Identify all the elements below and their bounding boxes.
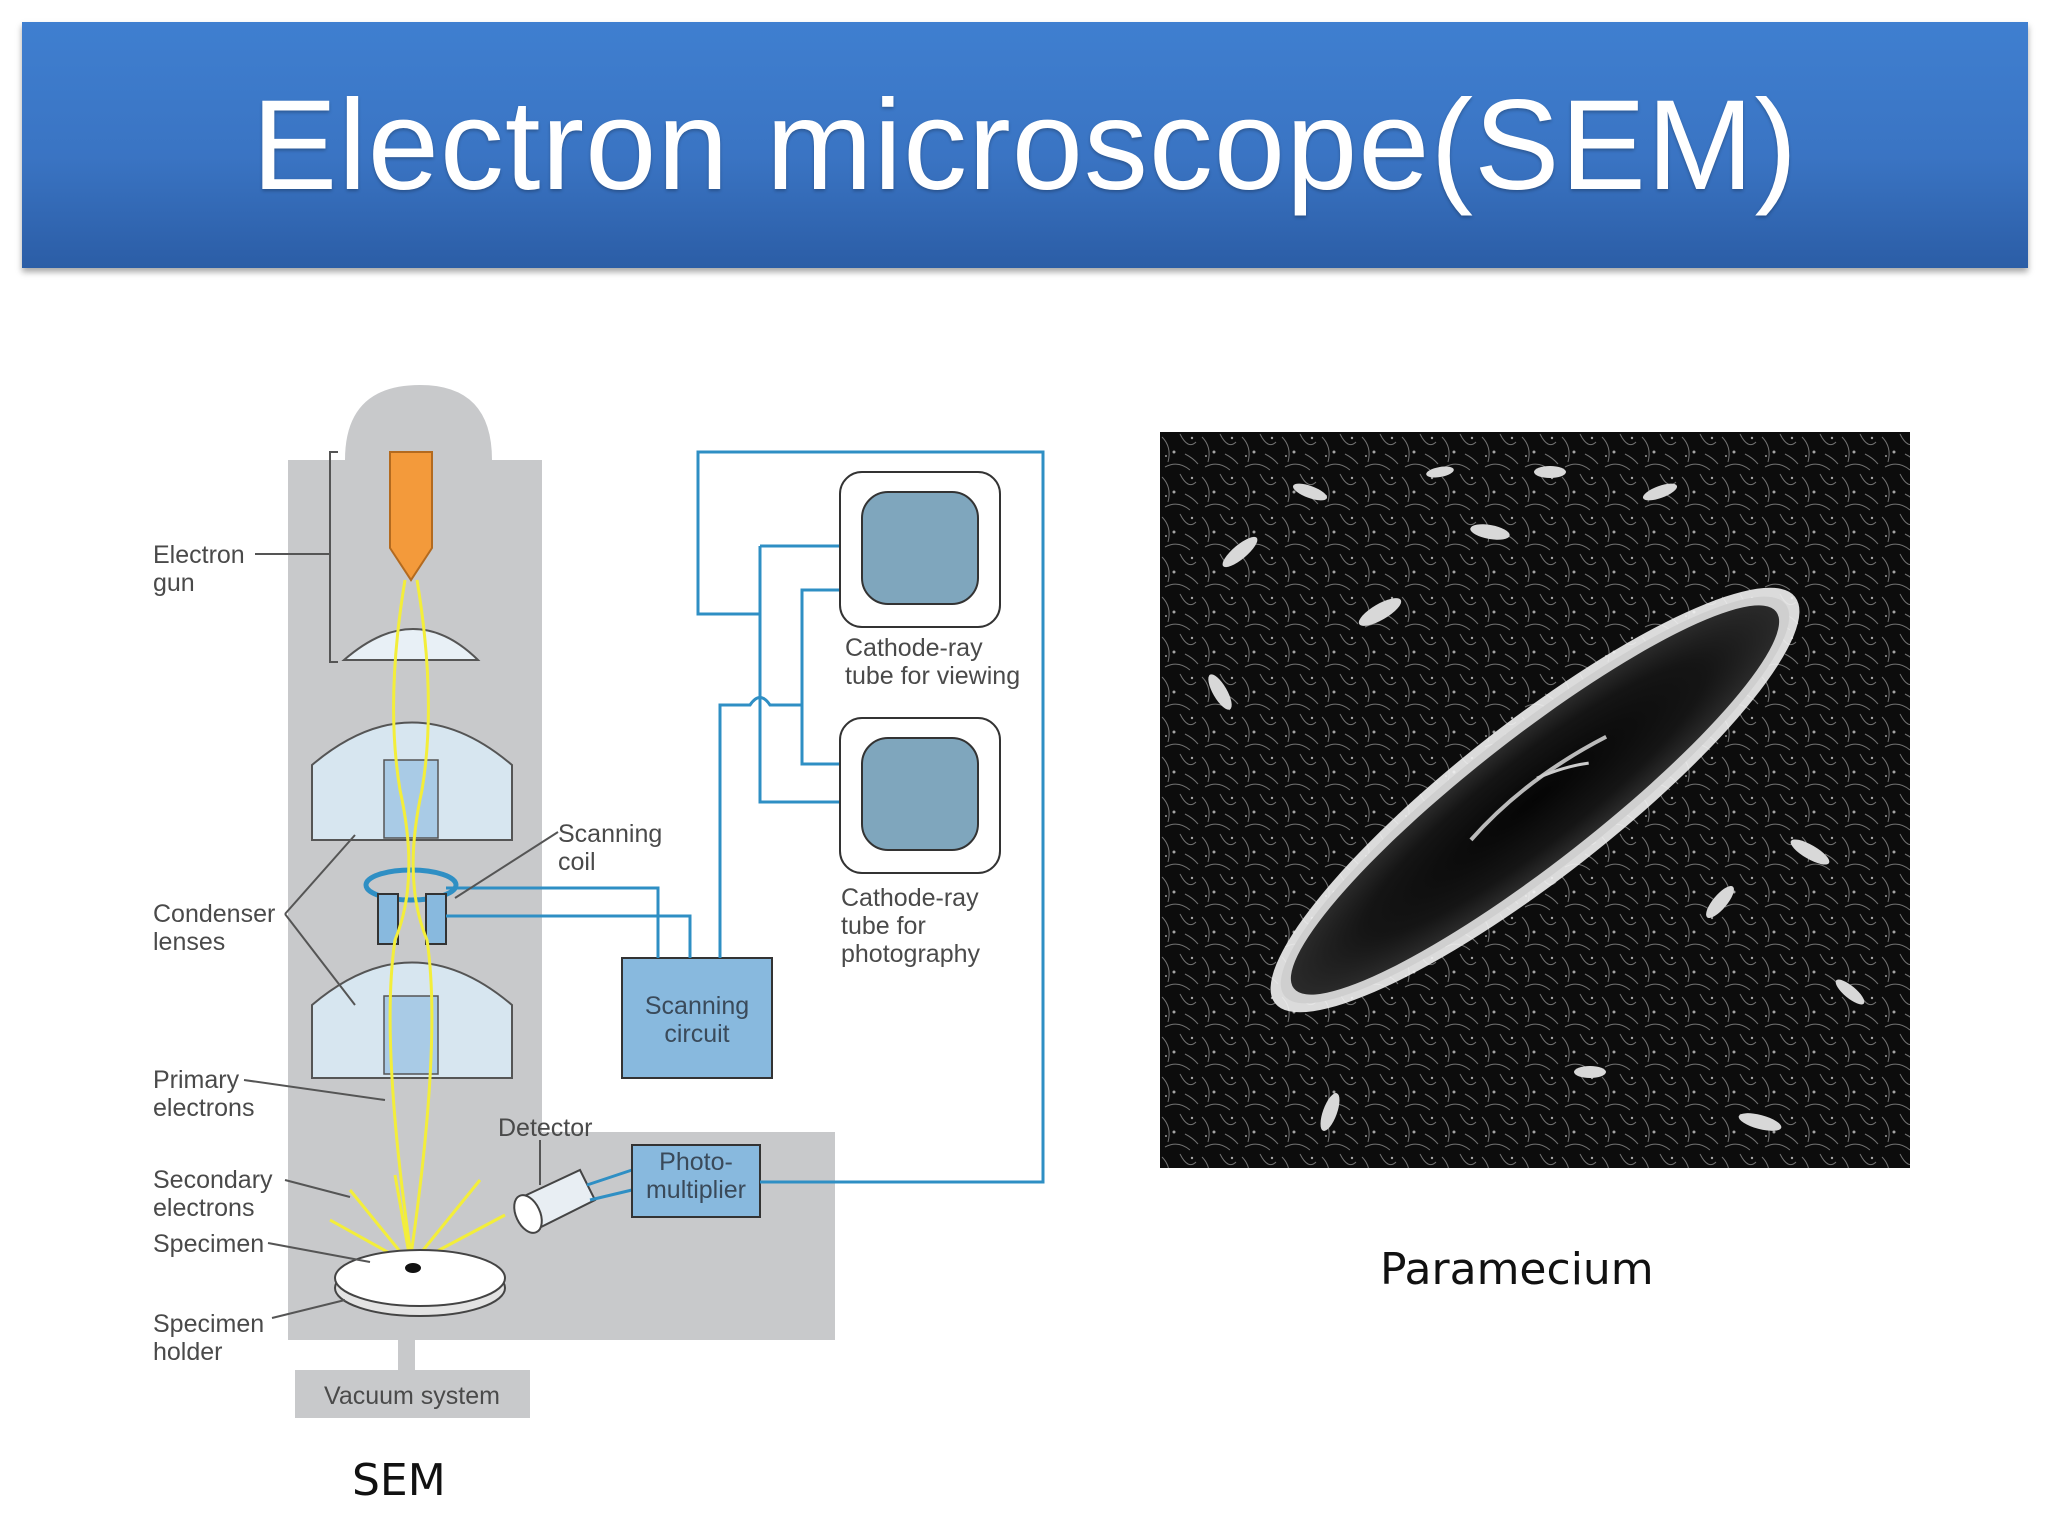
photomultiplier-box [631, 1144, 761, 1218]
crt-photo-label-2: tube for [841, 912, 926, 940]
condenser-lens-lower [311, 961, 513, 1079]
specimen-holder-icon [334, 1249, 506, 1317]
scanning-coil-icon [363, 867, 459, 945]
signal-wires [446, 450, 1045, 1184]
secondary-label-1: Secondary [153, 1166, 273, 1194]
scanning-circuit-label-1: Scanning [645, 992, 749, 1020]
condenser-label-1: Condenser [153, 900, 275, 928]
crt-viewing-label-1: Cathode-ray [845, 634, 983, 662]
primary-label-2: electrons [153, 1094, 254, 1122]
primary-electron-beam [388, 579, 434, 1256]
scanning-coil-label-1: Scanning [558, 820, 662, 848]
crt-photo-label-1: Cathode-ray [841, 884, 979, 912]
slide-title: Electron microscope(SEM) [251, 73, 1799, 217]
scanning-circuit-box [621, 957, 773, 1079]
detector-label: Detector [498, 1114, 592, 1142]
vacuum-label: Vacuum system [324, 1382, 500, 1410]
bacteria-specks [1208, 466, 1865, 1131]
photomultiplier-label-1: Photo- [659, 1148, 733, 1176]
condenser-label-2: lenses [153, 928, 225, 956]
crt-photo-label-3: photography [841, 940, 981, 968]
electron-gun-label-2: gun [153, 569, 195, 597]
gun-bracket [255, 451, 338, 663]
holder-label-2: holder [153, 1338, 223, 1366]
crt-viewing-icon [839, 471, 1001, 628]
title-bar: Electron microscope(SEM) [22, 22, 2028, 268]
paramecium-cell [1270, 587, 1800, 1013]
detector-icon [513, 1168, 633, 1234]
leader-lines [243, 831, 559, 1319]
crt-photography-icon [839, 717, 1001, 874]
crt-viewing-label-2: tube for viewing [845, 662, 1020, 690]
paramecium-micrograph [1160, 432, 1910, 1168]
electron-gun-icon [389, 451, 433, 582]
specimen-label: Specimen [153, 1230, 264, 1258]
caption-sem: SEM [352, 1455, 446, 1506]
holder-label-1: Specimen [153, 1310, 264, 1338]
primary-label-1: Primary [153, 1066, 240, 1094]
anode-icon [341, 628, 481, 661]
scanning-coil-label-2: coil [558, 848, 596, 876]
scanning-circuit-label-2: circuit [664, 1020, 729, 1048]
photomultiplier-label-2: multiplier [646, 1176, 746, 1204]
condenser-lens-upper [311, 721, 513, 841]
secondary-label-2: electrons [153, 1194, 254, 1222]
caption-paramecium: Paramecium [1380, 1244, 1654, 1295]
electron-gun-label-1: Electron [153, 541, 245, 569]
